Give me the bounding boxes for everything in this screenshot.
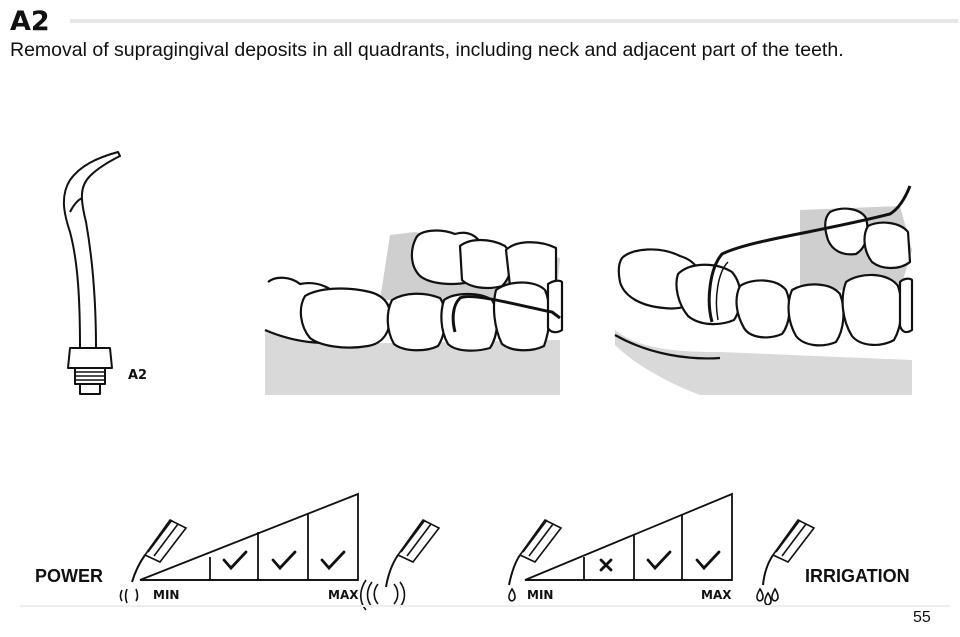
irrigation-level-1-cross-icon xyxy=(599,558,613,572)
power-level-3-check-icon xyxy=(320,550,346,571)
scaler-tip-illustration xyxy=(63,151,121,395)
irrigation-label: IRRIGATION xyxy=(805,566,910,586)
power-scale-graphic xyxy=(139,492,359,581)
tip-code-heading: A2 xyxy=(10,6,50,37)
irrigation-levels xyxy=(599,550,721,572)
irrigation-level-2-check-icon xyxy=(646,550,672,571)
irrigation-min-label: MIN xyxy=(527,588,554,602)
power-level-1-check-icon xyxy=(222,550,248,571)
lower-teeth-illustration xyxy=(264,229,564,395)
page-number: 55 xyxy=(913,609,931,626)
power-max-label: MAX xyxy=(328,588,359,602)
footer-rule xyxy=(20,605,950,607)
power-min-label: MIN xyxy=(153,588,180,602)
tip-description: Removal of supragingival deposits in all… xyxy=(10,39,844,61)
irrigation-level-3-check-icon xyxy=(695,550,721,571)
power-level-2-check-icon xyxy=(271,550,297,571)
handpiece-max-irrigation-icon xyxy=(756,518,816,606)
heading-rule xyxy=(70,19,958,23)
power-levels xyxy=(222,550,346,571)
irrigation-scale-graphic xyxy=(524,492,733,581)
handpiece-min-power-icon xyxy=(119,518,188,604)
power-label: POWER xyxy=(35,566,104,586)
irrigation-max-label: MAX xyxy=(701,588,732,602)
handpiece-min-irrigation-icon xyxy=(508,518,563,602)
tip-label: A2 xyxy=(128,368,148,383)
upper-teeth-illustration xyxy=(614,185,914,395)
handpiece-max-power-icon xyxy=(359,518,441,611)
